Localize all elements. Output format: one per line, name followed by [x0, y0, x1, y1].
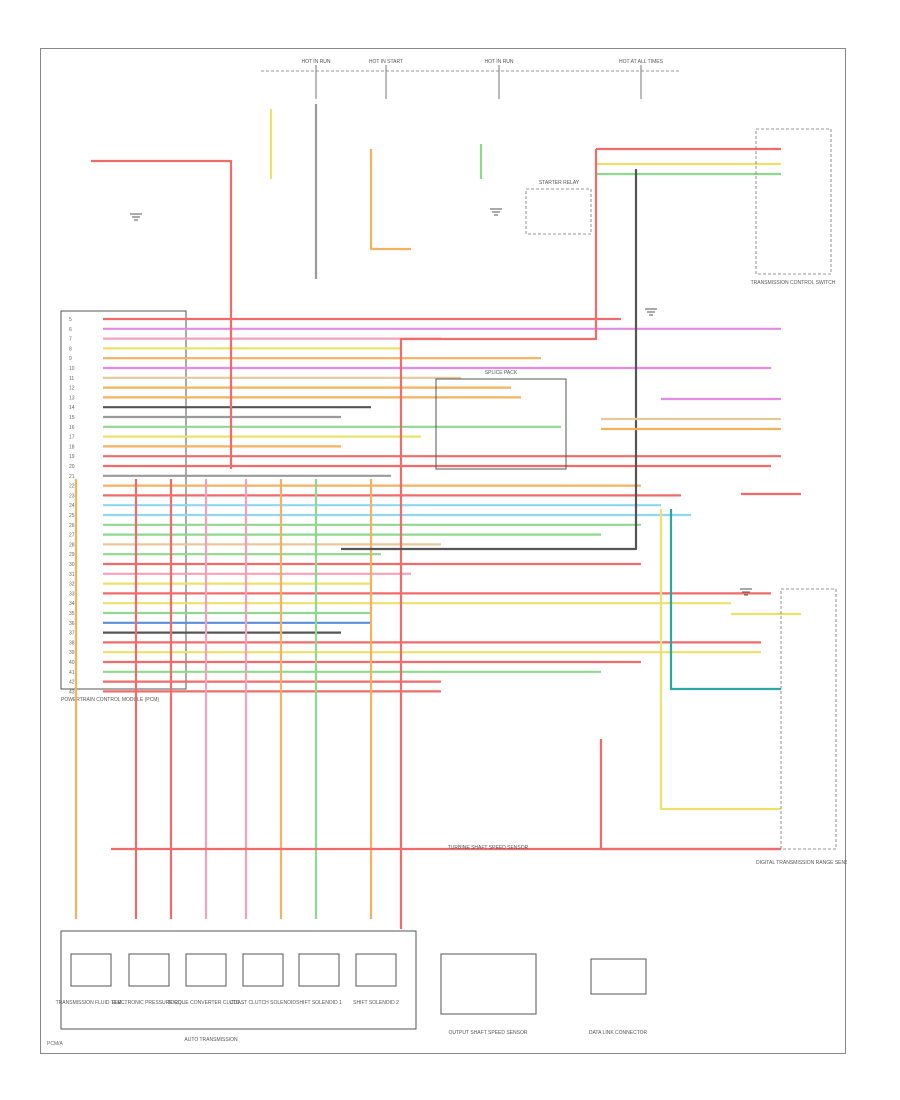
pcm-pin-number: 5	[69, 317, 72, 323]
pcm-label: POWERTRAIN CONTROL MODULE (PCM)	[61, 697, 159, 703]
wire-top-left	[91, 159, 233, 469]
wire-relay	[399, 149, 598, 929]
solenoid-2	[185, 953, 227, 987]
pcm-pin-number: 39	[69, 650, 75, 656]
dtr-label: DIGITAL TRANSMISSION RANGE SENSOR	[756, 860, 847, 866]
tss-label: TURBINE SHAFT SPEED SENSOR	[448, 845, 529, 851]
ground-symbol	[490, 208, 502, 216]
solenoid-label: COAST CLUTCH SOLENOID	[230, 1000, 296, 1006]
pcm-pin-number: 38	[69, 640, 75, 646]
wiring-diagram-sheet: HOT IN RUN HOT IN START HOT IN RUN HOT AT A…	[40, 48, 847, 1054]
pcm-pin-number: 31	[69, 572, 75, 578]
wire-dtr-1	[669, 509, 781, 691]
pcm-pin-number: 7	[69, 337, 72, 343]
pcm-pin-number: 22	[69, 484, 75, 490]
solenoid-label: SHIFT SOLENOID 1	[296, 1000, 342, 1006]
pcm-pin-number: 20	[69, 464, 75, 470]
pcm-pin-number: 24	[69, 503, 75, 509]
pcm-connector	[60, 310, 187, 690]
pcm-pin-number: 16	[69, 425, 75, 431]
ground-symbol	[645, 308, 657, 316]
solenoid-1	[128, 953, 170, 987]
pcm-pin-number: 19	[69, 454, 75, 460]
fuse-label: HOT AT ALL TIMES	[619, 59, 664, 65]
pcm-pin-number: 28	[69, 542, 75, 548]
dlc-box	[590, 958, 647, 995]
fuse-label: HOT IN RUN	[484, 59, 513, 65]
solenoid-label: TRANSMISSION FLUID TEM…	[56, 1000, 127, 1006]
splice-label: SPLICE PACK	[485, 370, 518, 376]
dtr-box	[780, 588, 837, 850]
relay-label: STARTER RELAY	[539, 180, 580, 186]
pcm-pin-number: 34	[69, 601, 75, 607]
vss-label: OUTPUT SHAFT SPEED SENSOR	[449, 1030, 528, 1036]
pcm-pin-number: 29	[69, 552, 75, 558]
pcm-pin-number: 8	[69, 346, 72, 352]
ground-symbol	[740, 588, 752, 596]
pcm-pin-number: 37	[69, 631, 75, 637]
pcm-pin-number: 6	[69, 327, 72, 333]
od-switch-label: TRANSMISSION CONTROL SWITCH	[751, 280, 836, 286]
pcm-pin-number: 18	[69, 444, 75, 450]
pcm-pin-number: 15	[69, 415, 75, 421]
relay-box	[525, 188, 592, 235]
footer-label: PCM/A	[47, 1041, 63, 1047]
fuse-label: HOT IN RUN	[301, 59, 330, 65]
vss-box	[440, 953, 537, 1015]
pcm-pin-number: 42	[69, 680, 75, 686]
pcm-pin-number: 27	[69, 533, 75, 539]
pcm-pin-number: 13	[69, 395, 75, 401]
trans-body-label: AUTO TRANSMISSION	[184, 1037, 238, 1043]
pcm-pin-number: 9	[69, 356, 72, 362]
wire-dtr-2	[659, 509, 781, 811]
pcm-pin-number: 17	[69, 435, 75, 441]
pcm-pin-number: 23	[69, 493, 75, 499]
solenoid-label: ELECTRONIC PRESSURE CO…	[111, 1000, 186, 1006]
pcm-pin-number: 33	[69, 591, 75, 597]
pcm-pin-number: 40	[69, 660, 75, 666]
pcm-pin-number: 26	[69, 523, 75, 529]
pcm-pin-number: 41	[69, 670, 75, 676]
solenoid-4	[298, 953, 340, 987]
solenoid-0	[70, 953, 112, 987]
solenoid-label: SHIFT SOLENOID 2	[353, 1000, 399, 1006]
pcm-pin-number: 36	[69, 621, 75, 627]
ground-symbol	[130, 213, 142, 221]
pcm-pin-number: 35	[69, 611, 75, 617]
solenoid-label: TORQUE CONVERTER CLUTC…	[167, 1000, 244, 1006]
pcm-pin-number: 14	[69, 405, 75, 411]
pcm-pin-number: 12	[69, 386, 75, 392]
wire-sensor-c	[369, 149, 411, 251]
solenoid-3	[242, 953, 284, 987]
pcm-pin-number: 25	[69, 513, 75, 519]
fuse-label: HOT IN START	[369, 59, 403, 65]
od-switch-box	[755, 128, 832, 275]
transmission-body	[60, 930, 417, 1030]
solenoid-5	[355, 953, 397, 987]
pcm-pin-number: 21	[69, 474, 75, 480]
dlc-label: DATA LINK CONNECTOR	[589, 1030, 648, 1036]
pcm-pin-number: 43	[69, 689, 75, 695]
wiring-diagram: HOT IN RUN HOT IN START HOT IN RUN HOT AT A…	[56, 59, 847, 1043]
pcm-pin-number: 11	[69, 376, 74, 382]
wire-gnd	[341, 169, 638, 551]
wire-dtr-3	[599, 739, 781, 851]
pcm-pin-number: 30	[69, 562, 75, 568]
splice-box	[435, 378, 567, 470]
pcm-pin-number: 32	[69, 582, 75, 588]
pcm-pin-number: 10	[69, 366, 75, 372]
